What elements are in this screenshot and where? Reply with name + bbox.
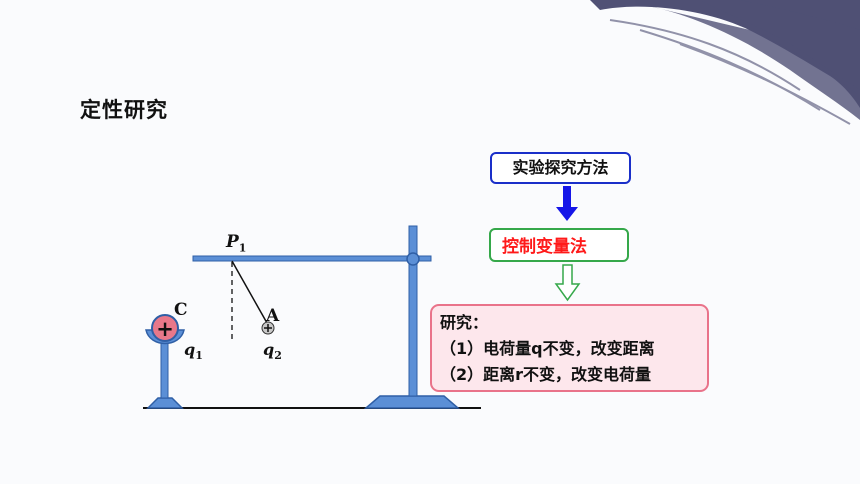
clamp-knob [406, 252, 420, 266]
label-c: C [174, 300, 188, 320]
right-stand-base [363, 395, 461, 409]
thread [231, 260, 268, 324]
label-q1: q1 [184, 340, 203, 363]
research-title: 研究： [440, 313, 489, 332]
research-box: 研究： （1）电荷量q不变，改变距离 （2）距离r不变，改变电荷量 [430, 304, 709, 392]
label-p1: P1 [226, 232, 247, 255]
research-line-1: （1）电荷量q不变，改变距离 [440, 339, 655, 358]
arrow-blue-shaft [563, 186, 571, 208]
research-line-2: （2）距离r不变，改变电荷量 [440, 365, 652, 384]
page-title: 定性研究 [80, 98, 168, 122]
control-variable-label: 控制变量法 [502, 237, 587, 257]
sphere-c [151, 314, 179, 342]
control-box [489, 228, 629, 262]
arrow-blue-head [556, 207, 578, 221]
left-stand-rod [160, 339, 169, 399]
label-a: A [266, 306, 280, 326]
right-stand-rod [408, 225, 418, 397]
arrow-green-hollow [554, 264, 581, 302]
horizontal-arm [192, 255, 432, 262]
left-stand-base [146, 397, 184, 409]
method-box: 实验探究方法 [490, 152, 631, 184]
sphere-c-plus: + [156, 317, 174, 341]
label-q2: q2 [263, 340, 282, 363]
